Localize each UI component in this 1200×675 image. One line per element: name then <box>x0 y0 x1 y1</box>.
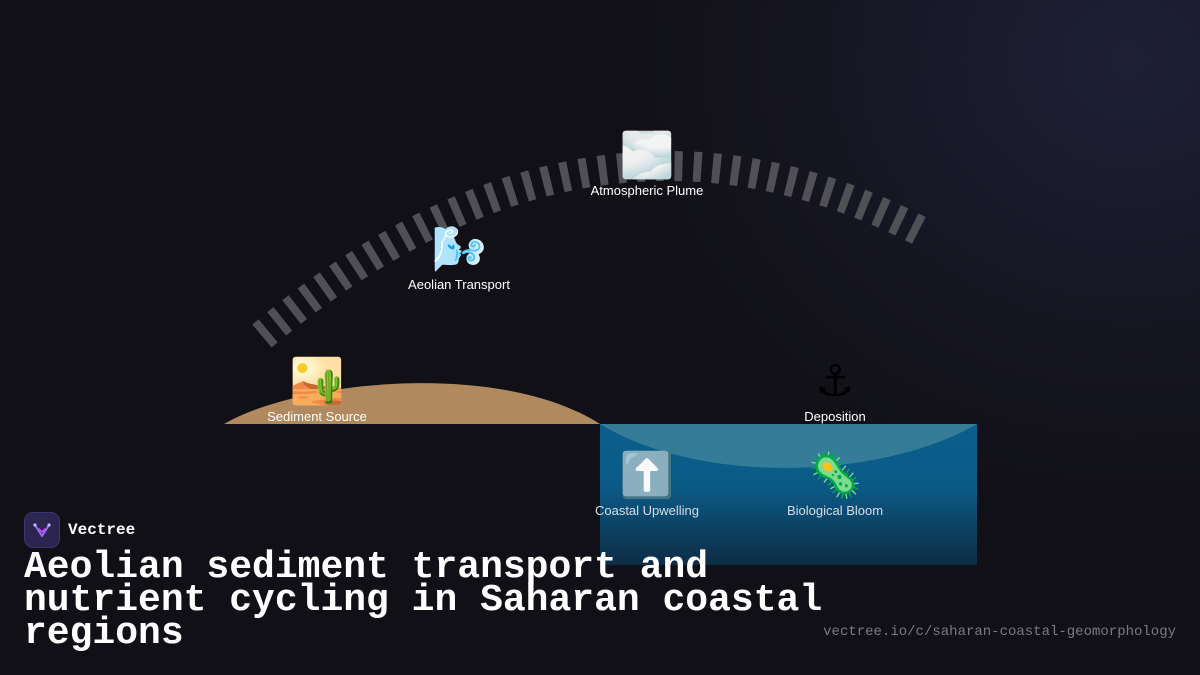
node-sediment-source: 🏜️ Sediment Source <box>227 356 407 425</box>
node-label: Aeolian Transport <box>408 277 510 292</box>
ocean-surface <box>600 424 977 468</box>
up-arrow-icon: ⬆️ <box>619 450 675 501</box>
fog-cloud-icon: 🌫️ <box>619 130 675 181</box>
node-coastal-upwelling: ⬆️ Coastal Upwelling <box>557 450 737 519</box>
brand-name: Vectree <box>68 521 136 539</box>
vectree-logo-icon <box>24 512 60 548</box>
wind-face-icon: 🌬️ <box>431 224 487 275</box>
page-title: Aeolian sediment transport and nutrient … <box>24 546 823 655</box>
anchor-icon: ⚓ <box>815 356 855 407</box>
atmospheric-plume-arc <box>252 151 929 348</box>
node-deposition: ⚓ Deposition <box>745 356 925 425</box>
node-label: Deposition <box>804 409 866 424</box>
desert-icon: 🏜️ <box>289 356 345 407</box>
node-label: Biological Bloom <box>786 503 884 518</box>
source-url[interactable]: vectree.io/c/saharan-coastal-geomorpholo… <box>823 624 1176 640</box>
node-label: Sediment Source <box>267 409 367 424</box>
microbe-icon: 🦠 <box>807 450 863 501</box>
node-label: Coastal Upwelling <box>594 503 700 518</box>
node-aeolian-transport: 🌬️ Aeolian Transport <box>369 224 549 293</box>
node-label: Atmospheric Plume <box>590 183 704 198</box>
brand[interactable]: Vectree <box>24 512 135 548</box>
node-biological-bloom: 🦠 Biological Bloom <box>745 450 925 519</box>
node-atmospheric-plume: 🌫️ Atmospheric Plume <box>557 130 737 199</box>
sand-dune <box>224 383 600 424</box>
